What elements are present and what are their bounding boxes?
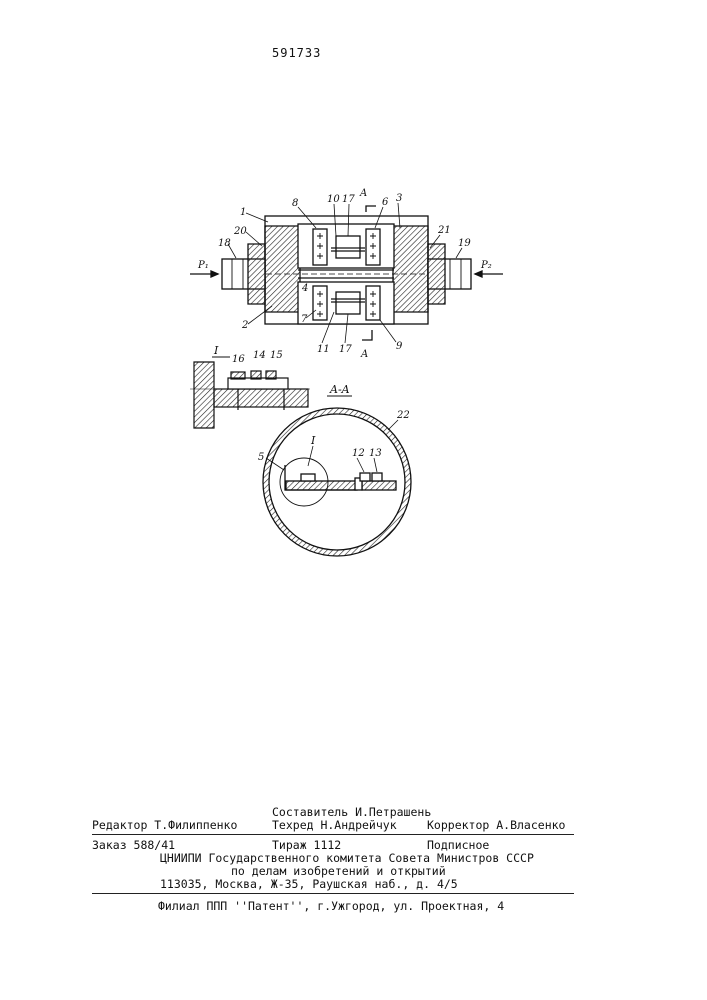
rule-bottom xyxy=(92,893,574,894)
label-7: 7 xyxy=(301,314,308,325)
label-19: 19 xyxy=(458,238,471,249)
label-22: 22 xyxy=(396,410,410,421)
label-17-bottom: 17 xyxy=(339,344,352,355)
imprint-branch: Филиал ППП ''Патент'', г.Ужгород, ул. Пр… xyxy=(158,899,504,913)
section-A-A xyxy=(263,408,411,556)
label-20: 20 xyxy=(233,226,247,237)
label-9: 9 xyxy=(396,341,403,352)
detail-view-I xyxy=(190,362,310,428)
detail-view-labels: I 16 14 15 xyxy=(212,344,283,365)
label-14: 14 xyxy=(253,350,266,361)
imprint-org-line1: ЦНИИПИ Государственного комитета Совета … xyxy=(160,851,534,865)
label-11: 11 xyxy=(317,344,330,355)
imprint-circulation: Тираж 1112 xyxy=(272,838,341,852)
label-15: 15 xyxy=(270,350,283,361)
label-8: 8 xyxy=(292,198,298,209)
label-detail-circle-I: I xyxy=(310,434,316,447)
label-p2: P₂ xyxy=(480,260,492,271)
imprint-editor: Редактор Т.Филиппенко xyxy=(92,818,237,832)
label-17-top: 17 xyxy=(342,194,355,205)
label-13: 13 xyxy=(369,448,382,459)
label-16: 16 xyxy=(232,354,245,365)
label-5: 5 xyxy=(258,452,264,463)
label-10: 10 xyxy=(327,194,340,205)
label-section-top: A xyxy=(359,188,367,199)
label-6: 6 xyxy=(382,197,389,208)
label-2: 2 xyxy=(241,320,248,331)
label-18: 18 xyxy=(218,238,231,249)
label-3: 3 xyxy=(396,193,402,204)
label-21: 21 xyxy=(437,225,451,236)
label-12: 12 xyxy=(352,448,365,459)
label-4: 4 xyxy=(301,283,308,294)
imprint-techred: Техред Н.Андрейчук xyxy=(272,818,397,832)
rule-top xyxy=(92,834,574,835)
label-section-A-A: A-A xyxy=(329,383,350,396)
label-1: 1 xyxy=(240,207,246,218)
label-p1: P₁ xyxy=(197,260,209,271)
imprint-corrector: Корректор А.Власенко xyxy=(427,818,565,832)
imprint-subscription: Подписное xyxy=(427,838,489,852)
imprint-compiler: Составитель И.Петрашень xyxy=(272,805,431,819)
label-detail-I: I xyxy=(213,344,219,357)
imprint-org-line2: по делам изобретений и открытий xyxy=(231,864,446,878)
label-section-bottom: A xyxy=(360,349,368,360)
imprint-address: 113035, Москва, Ж-35, Раушская наб., д. … xyxy=(160,877,458,891)
imprint-order: Заказ 588/41 xyxy=(92,838,175,852)
